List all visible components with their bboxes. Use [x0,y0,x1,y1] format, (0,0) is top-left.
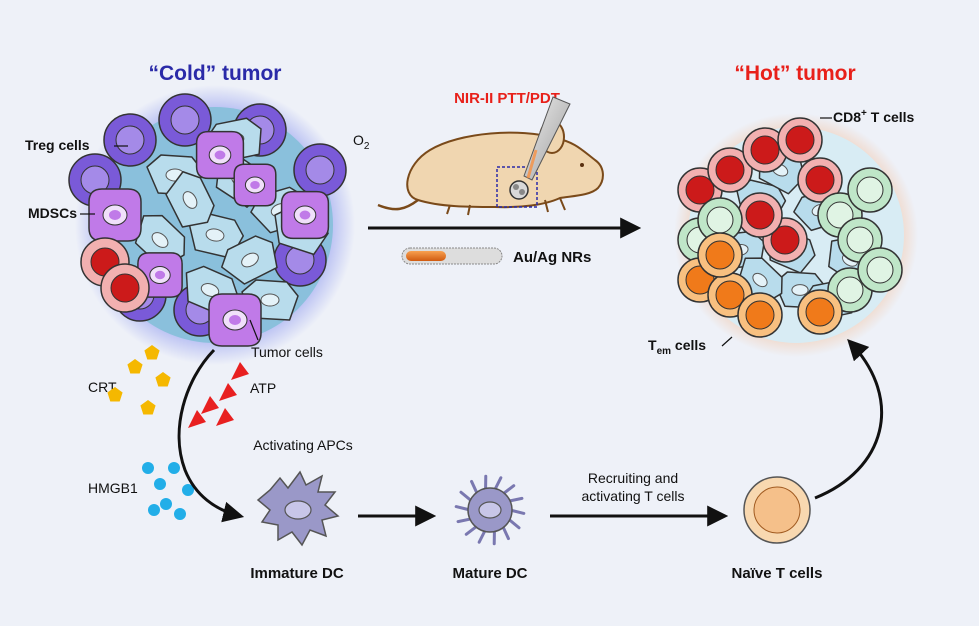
cd8-t-cell [778,118,822,162]
green-t-cell [848,168,892,212]
naive-t-cell-icon [744,477,810,543]
atp-molecule [216,408,234,426]
nanorod-label: Au/Ag NRs [513,249,591,266]
green-t-cell [858,248,902,292]
hmgb1-molecule [142,462,154,474]
atp-molecule [231,362,249,380]
activating-apcs-label: Activating APCs [253,437,353,453]
tumor-cells-label: Tumor cells [251,344,323,360]
mdsc-cell [234,164,276,206]
cold-tumor [69,85,355,365]
naive-t-label: Naïve T cells [732,565,823,582]
treg-cell [104,114,156,166]
tem-cell [798,290,842,334]
hot-tumor-title: “Hot” tumor [734,62,855,85]
tem-cell [738,293,782,337]
mdsc-label: MDSCs [28,205,77,221]
crt-molecules [107,345,170,415]
immature-dc-icon [258,472,338,545]
hmgb1-molecule [160,498,172,510]
atp-molecule [201,396,219,414]
treg-label: Treg cells [25,137,90,153]
crt-molecule [140,400,155,415]
mouse-illustration [378,97,603,215]
cold-tumor-title: “Cold” tumor [149,62,282,85]
mature-dc-label: Mature DC [452,565,527,582]
recruiting-label-1: Recruiting and [588,470,678,486]
nanorod-icon [402,248,502,264]
recruiting-label-2: activating T cells [582,488,685,504]
hmgb1-molecule [148,504,160,516]
hot-tumor [674,113,918,357]
therapy-label: NIR-II PTT/PDT [454,90,560,107]
cd8-t-cell [738,193,782,237]
cytotoxic-cell [101,264,149,312]
hmgb1-molecule [174,508,186,520]
mature-dc-icon [456,476,524,543]
hmgb1-molecule [168,462,180,474]
tem-cell [698,233,742,277]
hmgb1-molecule [154,478,166,490]
hmgb1-label: HMGB1 [88,480,138,496]
treg-cell [294,144,346,196]
crt-molecule [155,372,170,387]
tem-label: Tem cells [648,337,706,357]
cd8-label: CD8+ T cells [833,108,915,125]
immature-dc-label: Immature DC [250,565,344,582]
o2-label: O2 [353,132,370,152]
atp-molecule [219,383,237,401]
crt-molecule [127,359,142,374]
return-arrow [815,342,882,498]
mdsc-cell [209,294,261,346]
atp-label: ATP [250,380,276,396]
mdsc-cell [89,189,141,241]
mdsc-cell [282,192,329,239]
